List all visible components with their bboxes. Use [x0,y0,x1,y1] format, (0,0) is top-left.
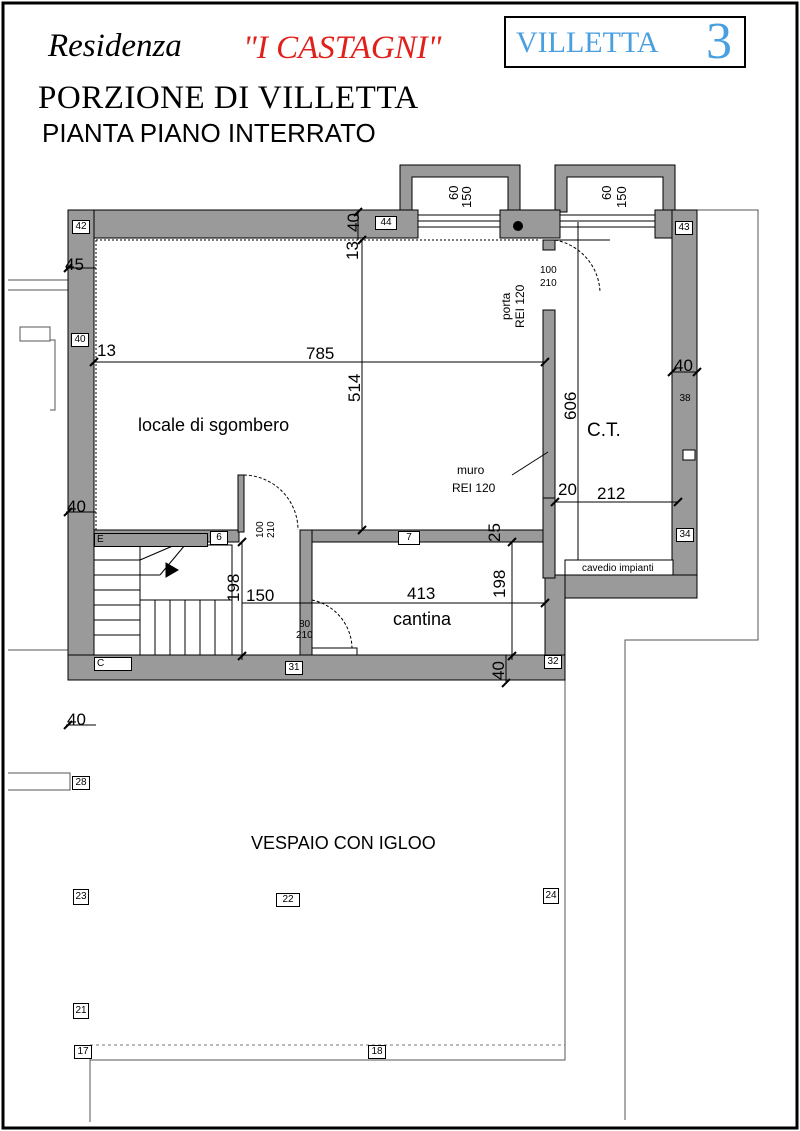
tag-c: C [94,657,132,671]
room-cavedio: cavedio impianti [582,563,654,574]
tag-21: 21 [73,1003,89,1019]
tag-17: 17 [74,1045,92,1059]
tag-38: 38 [679,393,691,404]
note-rei-door: REI 120 [513,284,527,328]
inner-dash [95,239,540,530]
room-cantina: cantina [393,609,452,629]
dim-13-left: 13 [97,341,116,360]
dim-785: 785 [306,344,335,363]
tag-43: 43 [675,221,693,235]
note-rei-muro: REI 120 [452,481,496,495]
dim-13-top: 13 [343,241,362,260]
walls [67,209,698,681]
room-ct: C.T. [587,420,621,441]
dim-25: 25 [485,523,504,542]
dim-150: 150 [246,586,275,605]
dim-212: 212 [597,484,626,503]
vespaio-outline [8,209,759,1122]
villetta-number: 3 [706,13,732,70]
dim-40-top: 40 [344,213,363,232]
light-wells [399,164,676,213]
dim-413: 413 [407,584,436,603]
dim-40-bottom: 40 [489,661,508,680]
tag-34: 34 [676,528,694,542]
plan-title: PIANTA PIANO INTERRATO [42,118,376,148]
title-residenza: Residenza [48,28,182,64]
dim-514: 514 [345,373,364,402]
tag-22: 22 [276,893,300,907]
title-name: "I CASTAGNI" [243,30,442,66]
muro-leader [511,451,549,476]
dimension-lines [66,212,697,726]
dim-150-well1: 150 [459,186,474,208]
dim-198-right: 198 [490,569,509,598]
dim-606: 606 [561,391,580,420]
tag-24: 24 [543,888,559,904]
dimension-ticks [63,207,702,730]
room-sgombero: locale di sgombero [138,415,290,435]
tag-e: E [94,533,208,547]
note-porta: porta [499,292,513,320]
tag-42: 42 [72,220,90,234]
tag-31: 31 [285,661,303,675]
note-door-100-b: 100 [255,521,266,538]
note-door-100-a: 100 [540,265,557,276]
tag-23: 23 [73,889,89,905]
room-vespaio: VESPAIO CON IGLOO [251,833,436,853]
cavedio-box [564,559,674,576]
boiler-fixture [513,221,523,231]
dim-40-left2: 40 [67,710,86,729]
note-muro: muro [457,463,485,477]
tag-40: 40 [71,333,89,347]
dim-45: 45 [65,255,84,274]
villetta-box [504,16,746,68]
dim-150-well2: 150 [614,186,629,208]
dim-40-left1: 40 [67,497,86,516]
doors [243,239,610,656]
dim-198-left: 198 [224,573,243,602]
tag-18: 18 [368,1045,386,1059]
vespaio-dashed [89,1044,565,1060]
tag-28: 28 [72,776,90,790]
tag-7: 7 [398,531,420,545]
tag-44: 44 [375,216,397,230]
subtitle: PORZIONE DI VILLETTA [38,80,419,116]
note-door-210-c: 210 [296,630,313,641]
windows [417,214,656,228]
villetta-label: VILLETTA [516,26,659,59]
note-door-210-a: 210 [540,278,557,289]
note-door-80: 80 [299,619,311,630]
dim-40-right: 40 [674,356,693,375]
dim-60-well2: 60 [599,185,614,200]
stair [93,544,233,656]
tag-32: 32 [544,655,562,669]
tag-6: 6 [210,531,228,545]
note-door-210-b: 210 [266,521,277,538]
dim-20: 20 [558,480,577,499]
